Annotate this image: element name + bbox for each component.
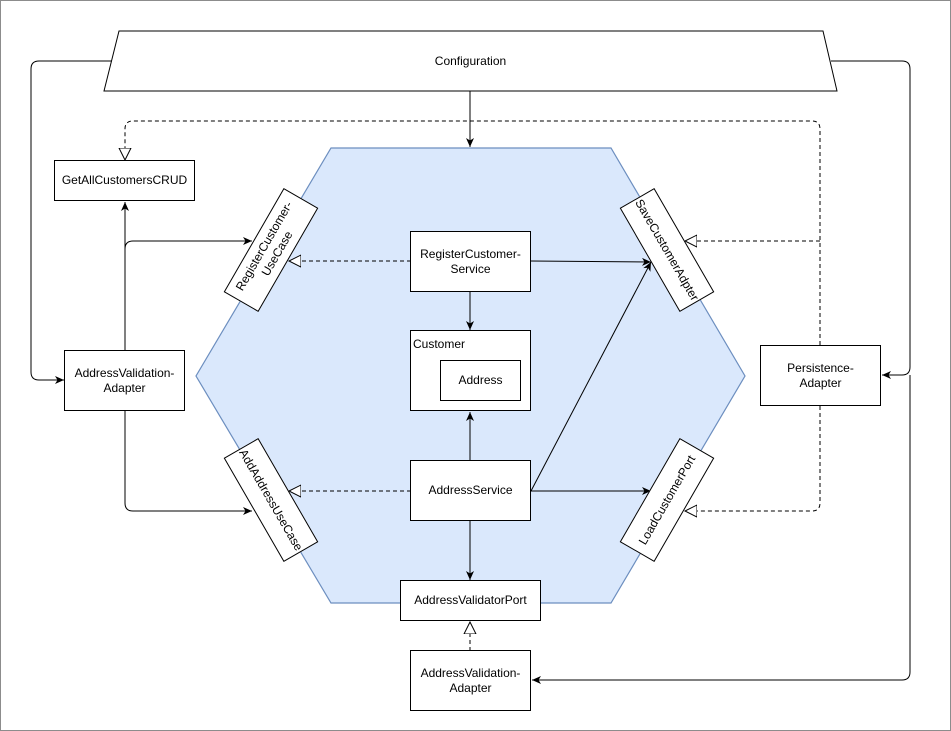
configuration-shape xyxy=(103,30,838,92)
persistence-adapter-node: Persistence- Adapter xyxy=(760,345,881,406)
address-validation-adapter-left-node: AddressValidation- Adapter xyxy=(64,350,185,411)
address-validation-adapter-bottom-node: AddressValidation- Adapter xyxy=(410,650,531,711)
edge-config-bottom-adapter xyxy=(532,375,911,684)
configuration-label: Configuration xyxy=(434,54,507,68)
edge-leftadapter-addaddress xyxy=(124,411,252,515)
edge-config-left-adapter xyxy=(30,60,112,384)
get-all-customers-crud-node: GetAllCustomersCRUD xyxy=(54,160,195,201)
edge-regservice-save xyxy=(530,257,652,266)
edge-config-persistence xyxy=(831,60,911,379)
address-service-node: AddressService xyxy=(410,460,531,521)
address-node: Address xyxy=(440,360,521,401)
customer-node: Customer Address xyxy=(410,330,531,411)
address-validator-port-node: AddressValidatorPort xyxy=(400,580,541,621)
customer-label: Customer xyxy=(413,337,466,351)
edge-persistence-getall xyxy=(125,120,821,345)
edge-addrservice-save xyxy=(530,261,652,492)
register-customer-service-node: RegisterCustomer- Service xyxy=(410,231,531,292)
edge-leftadapter-register xyxy=(124,237,252,301)
